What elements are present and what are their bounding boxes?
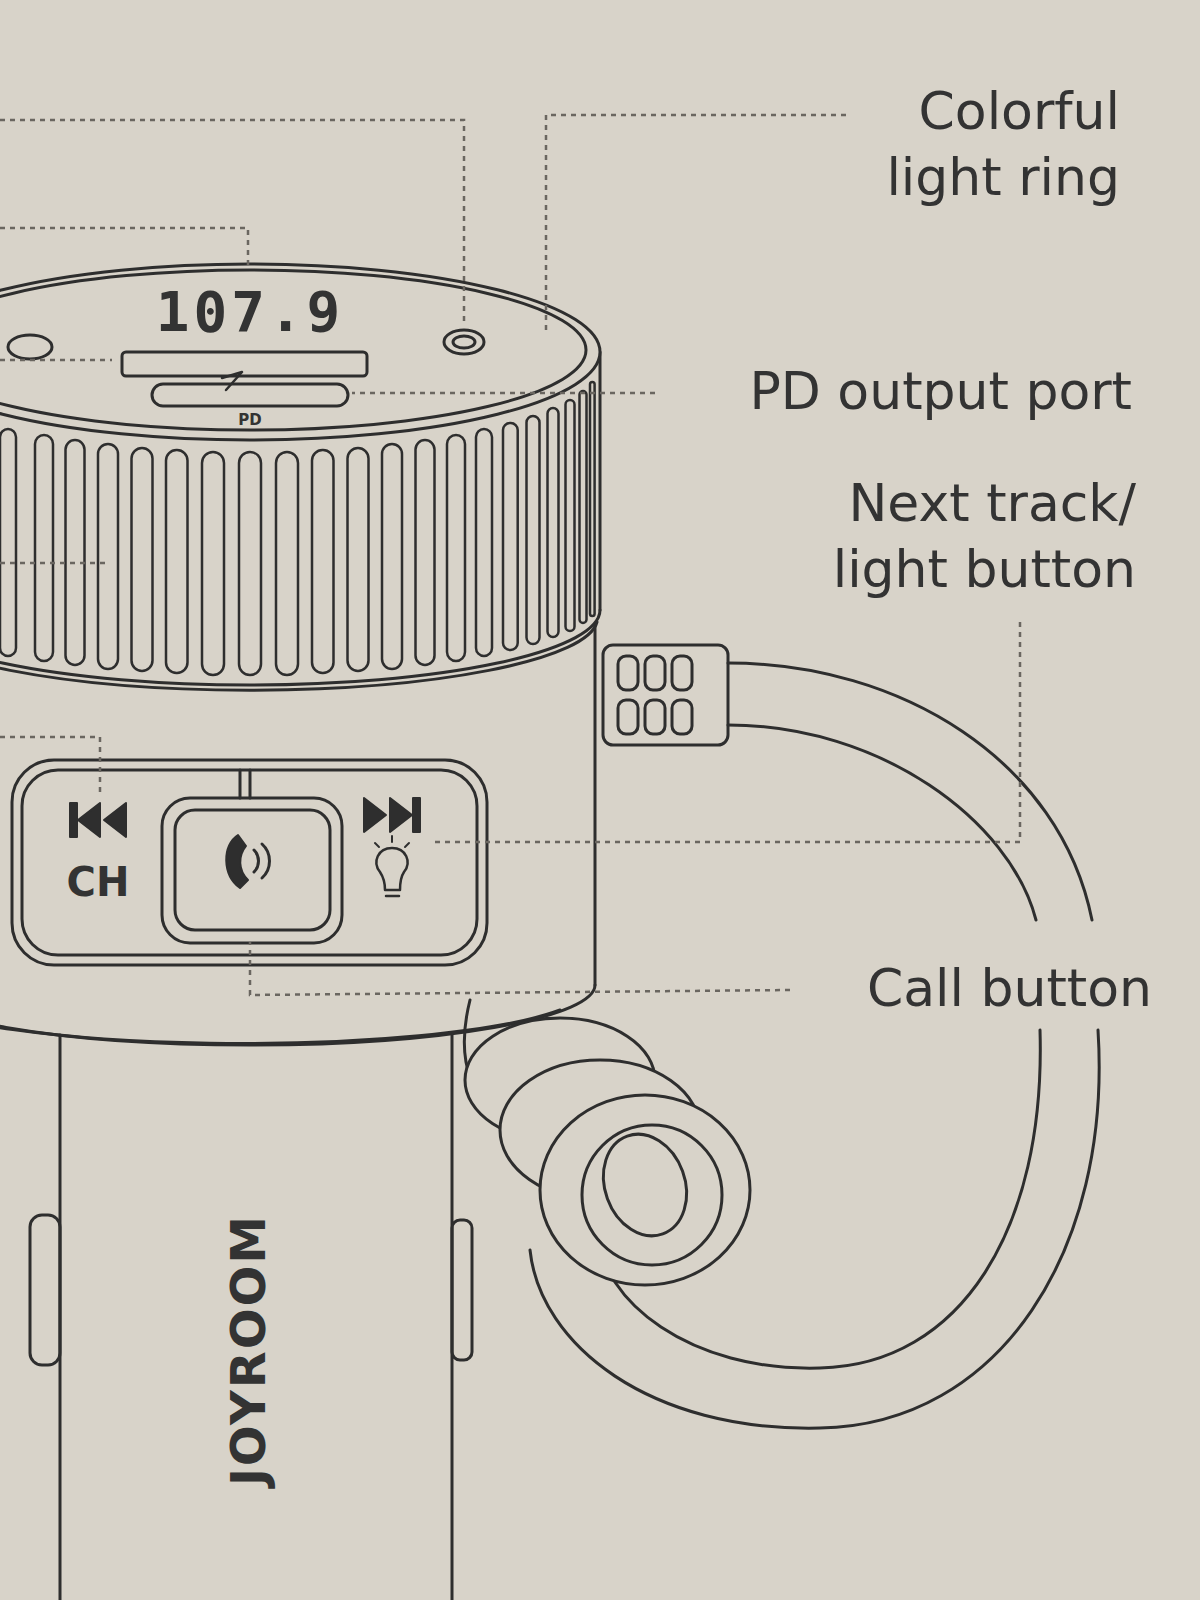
port-marking: PD [238, 412, 261, 428]
display-reading: 107.9 [156, 282, 345, 342]
part-label: Next track/ light button [746, 470, 1136, 602]
part-label: PD output port [652, 358, 1132, 424]
brand-logo: JOYROOM [222, 1214, 274, 1486]
part-label: Colorful light ring [820, 78, 1120, 210]
button-marking: CH [67, 860, 130, 904]
part-label: Call button [752, 955, 1152, 1021]
